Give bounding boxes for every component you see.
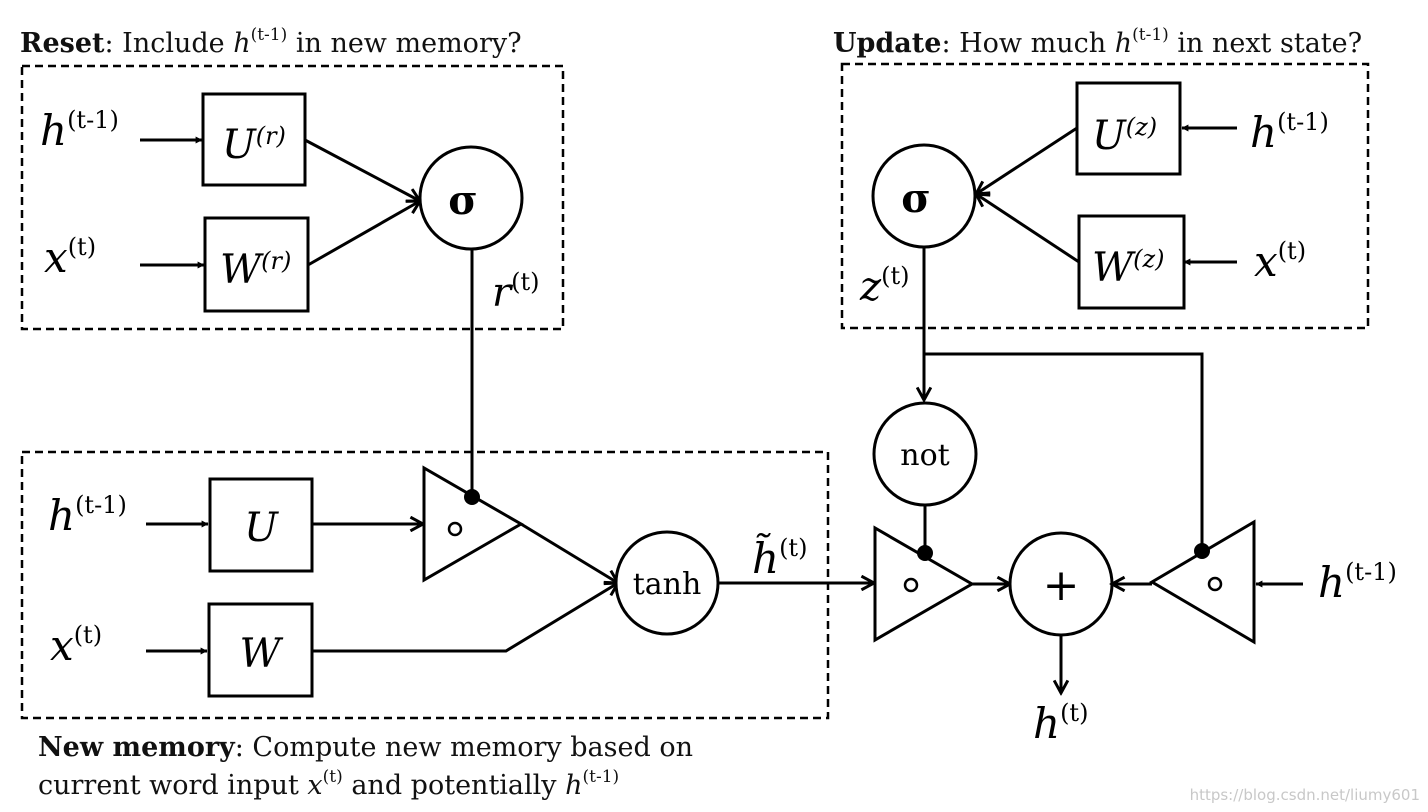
htilde-hadamard-symbol bbox=[903, 577, 919, 593]
reset-r-label: r(t) bbox=[492, 268, 540, 316]
nm-x-label: x(t) bbox=[50, 621, 102, 670]
reset-w-label: W(r) bbox=[220, 247, 291, 293]
reset-h-prev-label: h(t-1) bbox=[40, 106, 119, 155]
update-w-box bbox=[1077, 214, 1186, 310]
plus-label: + bbox=[1043, 560, 1080, 611]
reset-caption: Reset: Include h(t-1) in new memory? bbox=[20, 25, 522, 59]
combine-block: not + h(t-1) h(t) bbox=[872, 401, 1397, 748]
reset-r-junction-dot bbox=[464, 489, 480, 505]
update-caption: Update: How much h(t-1) in next state? bbox=[833, 25, 1362, 59]
nm-h-prev-label: h(t-1) bbox=[48, 491, 127, 540]
reset-gate: Reset: Include h(t-1) in new memory? h(t… bbox=[20, 25, 565, 497]
new-memory-caption-line1: New memory: Compute new memory based on bbox=[38, 732, 693, 763]
nm-w-to-tanh bbox=[312, 583, 618, 653]
update-x-label: x(t) bbox=[1254, 237, 1306, 286]
reset-w-to-sigma bbox=[307, 201, 420, 267]
nm-w-label: W bbox=[239, 631, 283, 677]
combine-h-prev-label: h(t-1) bbox=[1318, 558, 1397, 607]
hprev-hadamard-symbol bbox=[1207, 576, 1223, 592]
reset-u-label: U(r) bbox=[222, 122, 286, 168]
update-w-to-sigma bbox=[976, 194, 1080, 264]
nm-hadamard-to-tanh bbox=[520, 522, 618, 583]
reset-hadamard-symbol bbox=[447, 521, 463, 537]
update-h-prev-label: h(t-1) bbox=[1250, 108, 1329, 157]
new-memory-block: h(t-1) x(t) U W tanh h̃(t) bbox=[20, 450, 874, 720]
update-gate-frame bbox=[840, 62, 1370, 330]
h-output-label: h(t) bbox=[1033, 699, 1088, 748]
z-to-right-gate-wire bbox=[924, 352, 1204, 551]
reset-gate-frame bbox=[20, 64, 565, 331]
not-label: not bbox=[900, 438, 949, 473]
update-z-wires bbox=[924, 247, 1204, 551]
reset-u-box bbox=[201, 92, 307, 187]
tanh-label: tanh bbox=[633, 567, 702, 602]
nm-w-box bbox=[207, 602, 314, 698]
z-junction-dot bbox=[1194, 543, 1210, 559]
update-u-label: U(z) bbox=[1092, 113, 1157, 159]
update-w-label: W(z) bbox=[1092, 245, 1165, 291]
reset-w-box bbox=[203, 216, 310, 313]
new-memory-caption-line2: current word input x(t) and potentially … bbox=[38, 767, 619, 801]
nm-u-box bbox=[208, 477, 314, 573]
update-u-to-sigma bbox=[976, 126, 1078, 194]
watermark: https://blog.csdn.net/liumy601 bbox=[1190, 786, 1420, 804]
nm-u-label: U bbox=[244, 505, 279, 551]
h-tilde-label: h̃(t) bbox=[752, 532, 807, 583]
not-junction-dot bbox=[917, 545, 933, 561]
update-sigma-label: σ bbox=[901, 175, 931, 222]
reset-sigma-label: σ bbox=[448, 177, 478, 224]
reset-x-label: x(t) bbox=[44, 233, 96, 282]
reset-u-to-sigma bbox=[304, 138, 420, 201]
new-memory-frame bbox=[20, 450, 830, 720]
update-z-label: z(t) bbox=[859, 262, 909, 310]
update-gate: Update: How much h(t-1) in next state? h… bbox=[833, 25, 1370, 330]
